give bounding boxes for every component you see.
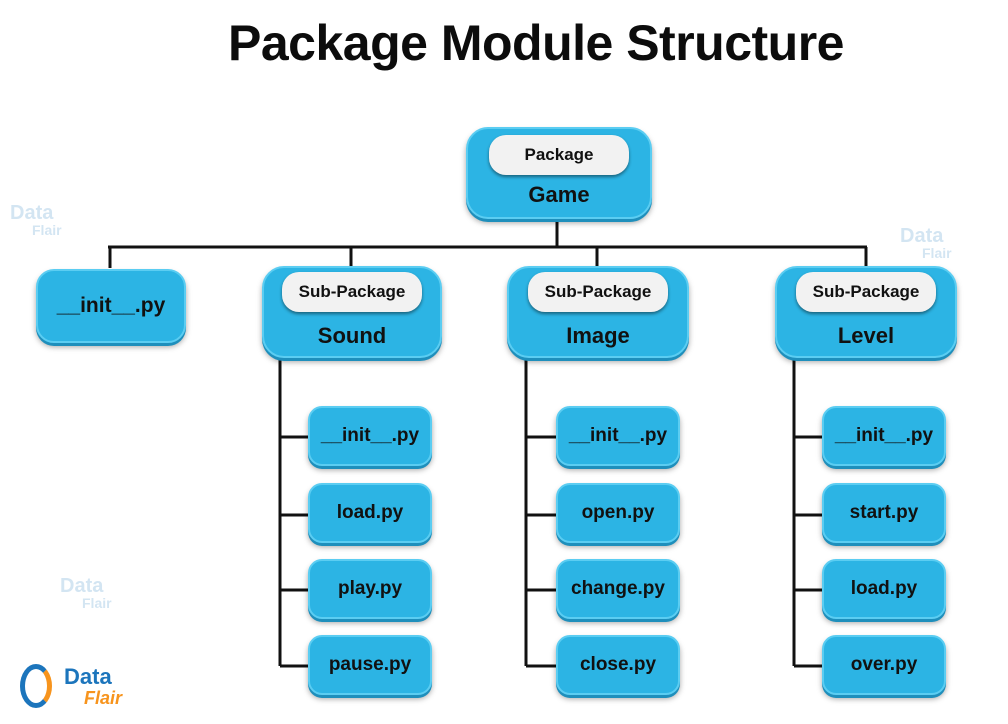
file-node-level-load: load.py <box>822 559 946 619</box>
file-node-sound-init: __init__.py <box>308 406 432 466</box>
file-node-sound-play: play.py <box>308 559 432 619</box>
subpackage-name: Sound <box>317 323 387 348</box>
file-node-level-init: __init__.py <box>822 406 946 466</box>
package-name: Game <box>528 182 590 207</box>
file-node-sound-load: load.py <box>308 483 432 543</box>
subpackage-name: Level <box>837 323 895 348</box>
file-node-level-over: over.py <box>822 635 946 695</box>
subpackage-node-sound: Sub-Package Sound <box>262 266 442 358</box>
file-node-root-init: __init__.py <box>36 269 186 343</box>
file-node-image-init: __init__.py <box>556 406 680 466</box>
file-node-image-open: open.py <box>556 483 680 543</box>
file-node-image-close: close.py <box>556 635 680 695</box>
subpackage-tag: Sub-Package <box>528 272 668 312</box>
dataflair-logo: Data Flair <box>14 658 154 714</box>
subpackage-name: Image <box>566 323 630 348</box>
file-node-sound-pause: pause.py <box>308 635 432 695</box>
subpackage-tag: Sub-Package <box>282 272 422 312</box>
logo-mark-icon <box>20 664 52 708</box>
file-node-image-change: change.py <box>556 559 680 619</box>
subpackage-node-level: Sub-Package Level <box>775 266 957 358</box>
package-tag: Package <box>489 135 629 175</box>
package-node-game: Package Game <box>466 127 652 219</box>
subpackage-tag: Sub-Package <box>796 272 936 312</box>
subpackage-node-image: Sub-Package Image <box>507 266 689 358</box>
file-node-level-start: start.py <box>822 483 946 543</box>
diagram-title: Package Module Structure <box>228 15 844 71</box>
